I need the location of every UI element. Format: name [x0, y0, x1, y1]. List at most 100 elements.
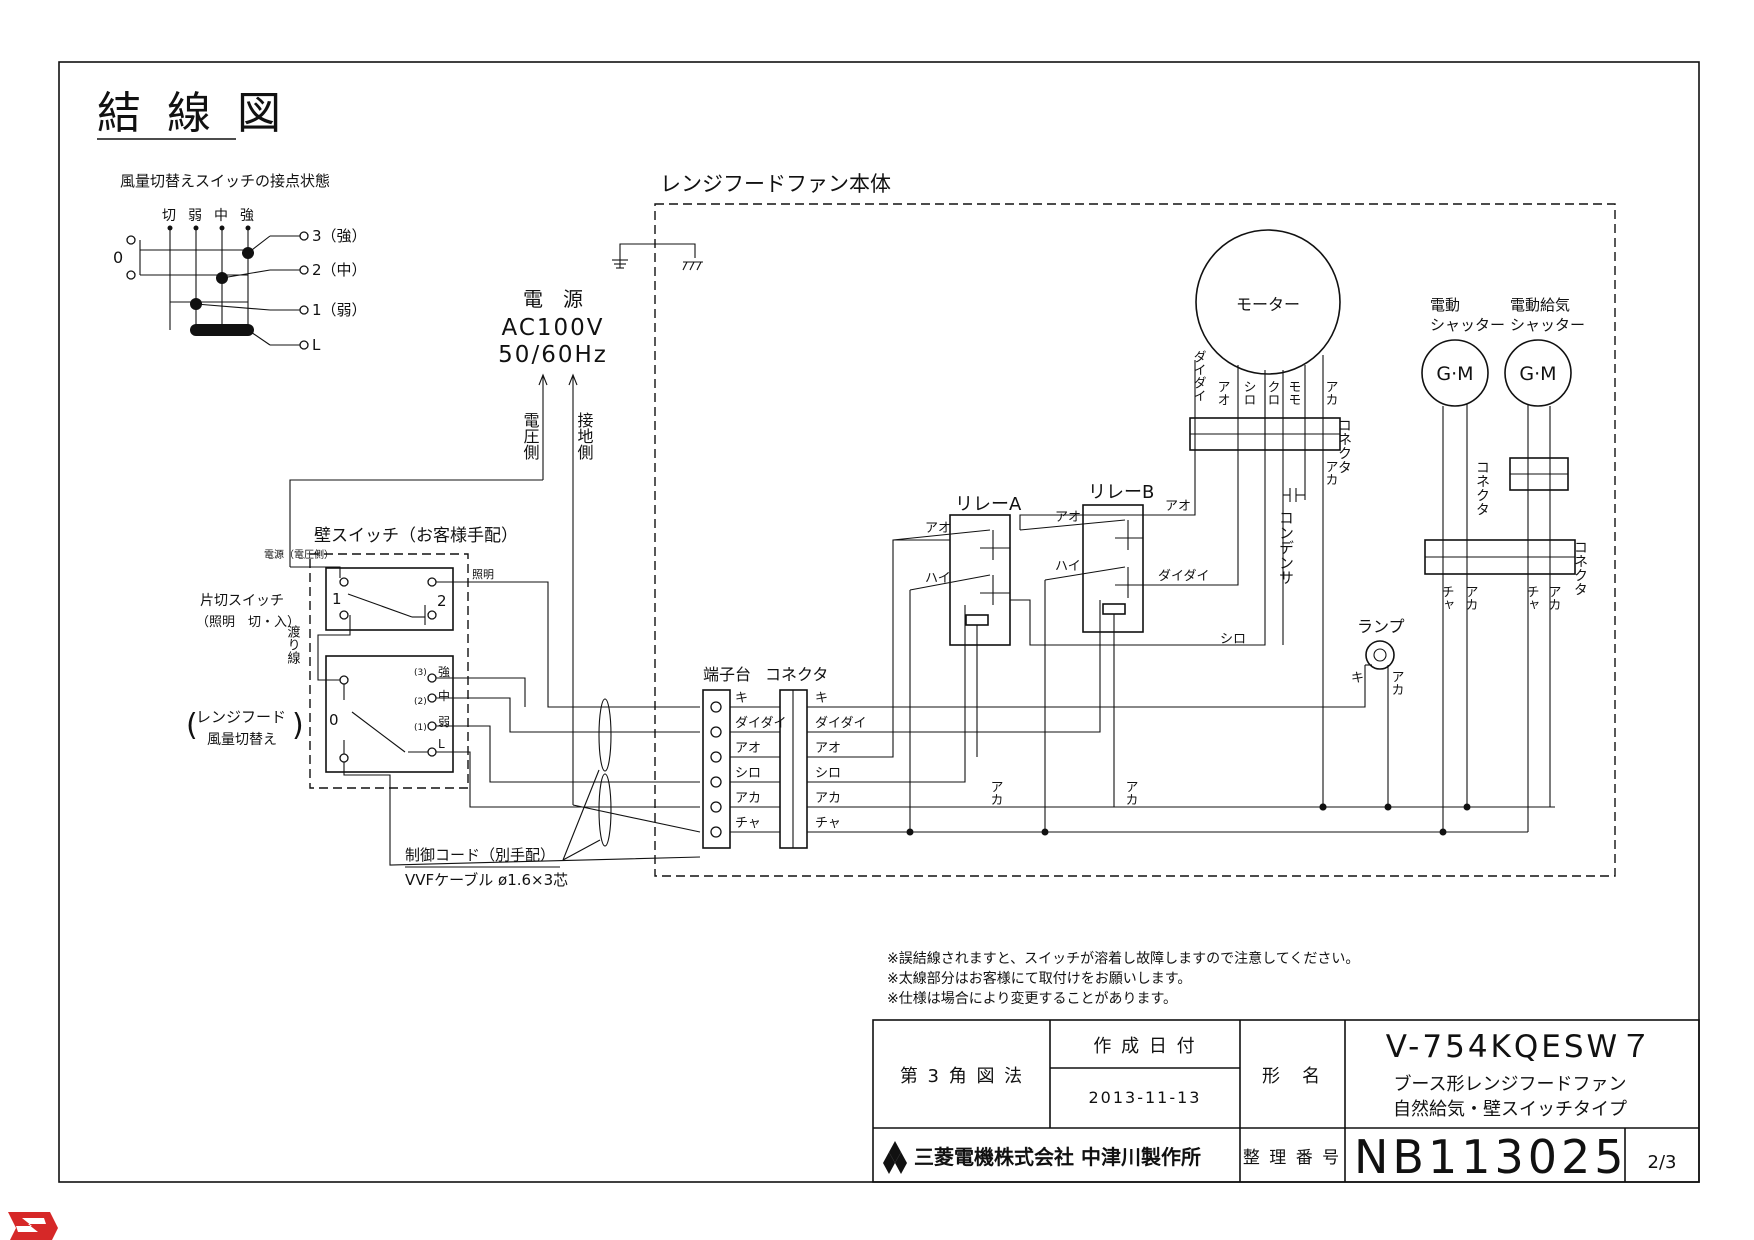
lamp: ランプ キ アカ: [1351, 617, 1405, 807]
light-tag: 照明: [472, 568, 494, 581]
svg-text:アカ: アカ: [1123, 780, 1138, 806]
fan-body-label: レンジフードファン本体: [660, 172, 891, 196]
ground-side-label: 接地側: [575, 412, 594, 460]
power-label: 電 源: [523, 287, 583, 311]
ground-symbol: [612, 243, 703, 271]
company-name: 三菱電機株式会社 中津川製作所: [914, 1145, 1201, 1169]
svg-text:アカ: アカ: [735, 791, 761, 806]
shutter2-sub: シャッター: [1510, 316, 1585, 334]
shutter1-sub: シャッター: [1430, 316, 1505, 334]
svg-text:アカ: アカ: [1389, 670, 1404, 696]
svg-text:ハイ: ハイ: [925, 571, 951, 586]
svg-text:チャ: チャ: [735, 816, 761, 831]
svg-text:シロ: シロ: [815, 766, 841, 781]
relay-a: リレーA アオ ハイ アカ: [892, 494, 1022, 806]
fan-body-box: [654, 203, 1616, 877]
power-source: 電 源 AC100V 50/60Hz 電圧側 接地側: [498, 287, 606, 805]
wire-labels: キ ダイダイ アオ シロ アカ チャ キ ダイダイ アオ シロ アカ チャ: [735, 691, 866, 831]
projection-label: 第 3 角 図 法: [900, 1066, 1024, 1087]
mitsubishi-logo-icon: [883, 1141, 907, 1174]
crossover-label: 渡り線: [285, 624, 301, 664]
motor-connector-label: コネクタ: [1336, 418, 1352, 474]
svg-text:チャ: チャ: [1524, 585, 1539, 611]
svg-text:): ): [292, 708, 304, 743]
svg-text:アカ: アカ: [1546, 585, 1561, 611]
sw-strong: 強: [438, 665, 450, 679]
t1: (1): [414, 723, 427, 733]
sw-zero: 0: [329, 711, 339, 729]
t3: (3): [414, 668, 427, 678]
title-block: 第 3 角 図 法 作 成 日 付 2013-11-13 形 名 V-754KQ…: [872, 1019, 1700, 1184]
document-number: NB113025: [1354, 1130, 1628, 1184]
svg-text:アオ: アオ: [1165, 499, 1191, 514]
col-strong: 強: [240, 208, 254, 224]
one-way-switch-label: 片切スイッチ: [200, 593, 284, 609]
svg-text:シロ: シロ: [1241, 380, 1256, 406]
pos2: 2: [437, 592, 447, 610]
row-l: L: [312, 336, 321, 354]
voltage-side-label: 電圧側: [521, 412, 540, 460]
t2: (2): [414, 697, 427, 707]
motor: モーター ダイダイ アオ シロ クロ モモ アカ コネクタ アカ コンデンサ: [1189, 229, 1352, 807]
svg-text:ダイダイ: ダイダイ: [1191, 350, 1206, 402]
relay-a-label: リレーA: [955, 494, 1022, 515]
shutter1-motor-icon: [1421, 339, 1489, 407]
shutter1-label: 電動: [1430, 296, 1460, 314]
svg-text:ダイダイ: ダイダイ: [1158, 569, 1209, 584]
svg-text:G·M: G·M: [1436, 363, 1473, 385]
row-weak: 1（弱）: [312, 301, 367, 319]
motor-label: モーター: [1236, 295, 1300, 314]
power-voltage: AC100V: [501, 315, 604, 341]
note-1: ※誤結線されますと、スイッチが溶着し故障しますので注意してください。: [887, 950, 1359, 967]
svg-text:アオ: アオ: [925, 521, 951, 536]
wall-switch-title: 壁スイッチ（お客様手配）: [314, 526, 518, 546]
col-off: 切: [162, 208, 176, 224]
svg-text:(: (: [186, 708, 198, 743]
power-note: 電源（電圧側）: [264, 548, 334, 561]
relay-b-label: リレーB: [1088, 482, 1154, 503]
one-way-switch-sub: （照明 切・入）: [196, 615, 300, 630]
svg-text:キ: キ: [1351, 671, 1364, 686]
red-logo-icon: [8, 1212, 58, 1240]
main-connector-label: コネクタ: [1572, 540, 1588, 596]
relay-b: リレーB アオ ハイ アオ ダイダイ アカ: [1019, 482, 1209, 806]
number-label: 整 理 番 号: [1243, 1148, 1341, 1168]
svg-text:アカ: アカ: [988, 780, 1003, 806]
terminal-block-label: 端子台: [703, 665, 751, 684]
svg-text:アオ: アオ: [735, 741, 761, 756]
sw-mid: 中: [438, 688, 450, 703]
model-desc-2: 自然給気・壁スイッチタイプ: [1393, 1099, 1627, 1120]
model-desc-1: ブース形レンジフードファン: [1393, 1073, 1626, 1095]
svg-text:キ: キ: [815, 691, 828, 706]
svg-text:クロ: クロ: [1265, 380, 1280, 406]
svg-text:アオ: アオ: [1215, 380, 1230, 406]
svg-text:ダイダイ: ダイダイ: [735, 716, 786, 731]
control-cord: 制御コード（別手配） VVFケーブル ø1.6×3芯: [405, 846, 568, 889]
switch-state-caption: 風量切替えスイッチの接点状態: [120, 172, 330, 190]
svg-text:チャ: チャ: [815, 816, 841, 831]
row-strong: 3（強）: [312, 227, 367, 245]
svg-text:キ: キ: [735, 691, 748, 706]
capacitor-label: コンデンサ: [1277, 510, 1295, 585]
note-3: ※仕様は場合により変更することがあります。: [887, 990, 1177, 1007]
col-weak: 弱: [188, 208, 202, 224]
range-switch-label: レンジフード: [196, 708, 286, 726]
shutters: 電動 シャッター 電動給気 シャッター G·M G·M コネクタ コネクタ チャ…: [1421, 296, 1588, 832]
page-number: 2/3: [1648, 1152, 1677, 1173]
shutter2-motor-icon: [1504, 339, 1572, 407]
model-label: 形 名: [1262, 1066, 1322, 1087]
note-2: ※太線部分はお客様にて取付けをお願いします。: [887, 970, 1191, 987]
lamp-icon: [1365, 640, 1395, 670]
svg-text:アカ: アカ: [1323, 380, 1338, 406]
notes: ※誤結線されますと、スイッチが溶着し故障しますので注意してください。 ※太線部分…: [887, 950, 1359, 1007]
svg-text:ハイ: ハイ: [1055, 559, 1081, 574]
connector-label: コネクタ: [765, 665, 828, 684]
svg-text:アオ: アオ: [1055, 510, 1081, 525]
svg-text:G·M: G·M: [1519, 363, 1556, 385]
date-label: 作 成 日 付: [1093, 1036, 1196, 1057]
svg-text:シロ: シロ: [735, 766, 761, 781]
col-mid: 中: [214, 208, 228, 224]
svg-text:アカ: アカ: [815, 791, 841, 806]
zero-label: 0: [113, 248, 123, 267]
